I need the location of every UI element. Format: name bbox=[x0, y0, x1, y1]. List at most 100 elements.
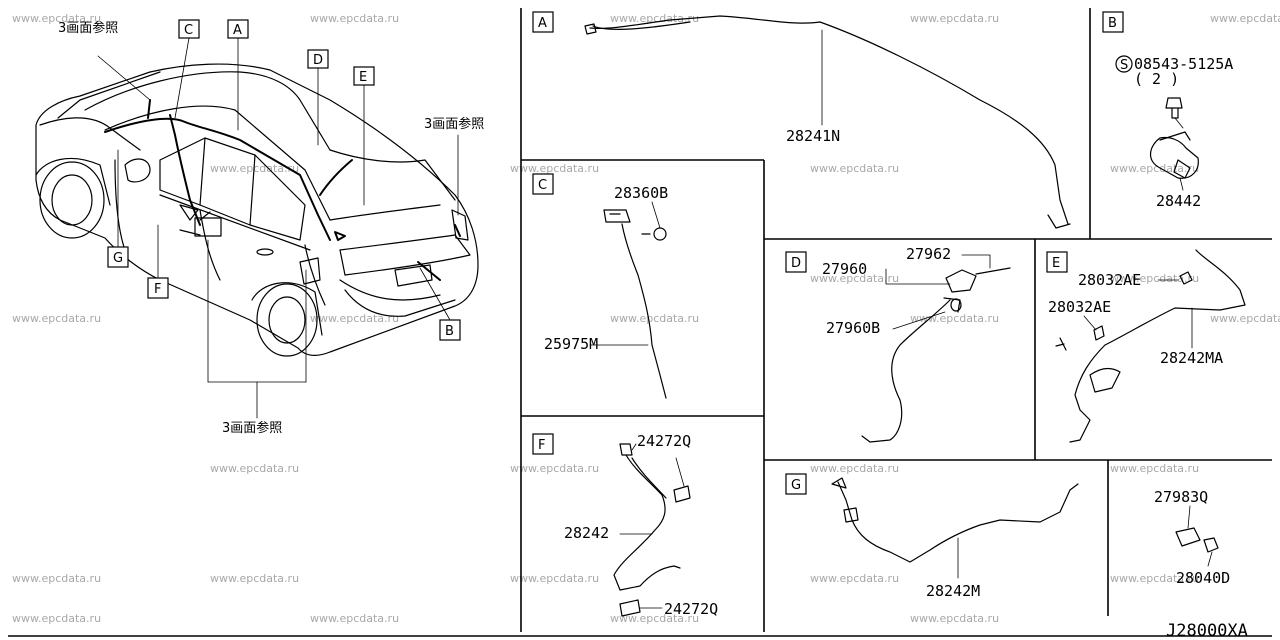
panel-c: C 28360B 25975M bbox=[532, 173, 668, 399]
watermark: www.epcdata.ru bbox=[12, 572, 101, 585]
watermark: www.epcdata.ru bbox=[1110, 272, 1199, 285]
bolt-icon bbox=[653, 227, 667, 241]
panel-e: E 28032AE 28032AE 28242MA bbox=[1046, 249, 1246, 443]
overview-labels: 3画面参照 3画面参照 3画面参照 C A D E B G F bbox=[58, 19, 484, 436]
panel-e-letter: E bbox=[1052, 256, 1060, 271]
nut-icon bbox=[1203, 537, 1219, 553]
part-27960b: 27960B bbox=[826, 319, 880, 337]
rear-harness bbox=[319, 159, 461, 281]
part-28241n: 28241N bbox=[786, 127, 840, 145]
ref-note: 3画面参照 bbox=[424, 116, 484, 132]
cable-28242m bbox=[837, 481, 1079, 563]
part-27962: 27962 bbox=[906, 245, 951, 263]
part-24272q-top: 24272Q bbox=[637, 432, 691, 450]
watermark-layer: www.epcdata.ru www.epcdata.ru www.epcdat… bbox=[12, 12, 1280, 625]
watermark: www.epcdata.ru bbox=[610, 312, 699, 325]
antenna-amp-icon bbox=[603, 209, 631, 223]
overview-letter-f: F bbox=[154, 282, 161, 297]
diagram-code: J28000XA bbox=[1166, 621, 1248, 640]
part-25975m: 25975M bbox=[544, 335, 598, 353]
screw-icon bbox=[1093, 271, 1193, 341]
watermark: www.epcdata.ru bbox=[910, 312, 999, 325]
roof-antenna-feeder bbox=[589, 15, 1069, 225]
watermark: www.epcdata.ru bbox=[610, 612, 699, 625]
part-qty-note: ( 2 ) bbox=[1134, 70, 1179, 88]
overview-letter-b: B bbox=[445, 324, 454, 339]
overview-letter-d: D bbox=[313, 53, 323, 68]
part-28040d: 28040D bbox=[1176, 569, 1230, 587]
car-overview bbox=[35, 63, 479, 357]
watermark: www.epcdata.ru bbox=[1210, 312, 1280, 325]
cable-28242 bbox=[613, 454, 681, 591]
part-28242m: 28242M bbox=[926, 582, 980, 600]
panel-d: D 27960 27962 27960B bbox=[785, 245, 1011, 443]
watermark: www.epcdata.ru bbox=[810, 462, 899, 475]
watermark: www.epcdata.ru bbox=[510, 162, 599, 175]
bolt-symbol-letter: S bbox=[1120, 58, 1128, 73]
screw-icon bbox=[1165, 97, 1183, 119]
watermark: www.epcdata.ru bbox=[1110, 462, 1199, 475]
watermark: www.epcdata.ru bbox=[510, 462, 599, 475]
watermark: www.epcdata.ru bbox=[210, 572, 299, 585]
cable-25975m bbox=[621, 223, 667, 399]
watermark: www.epcdata.ru bbox=[310, 312, 399, 325]
license-lamp-icon bbox=[1150, 136, 1199, 179]
roof-antenna-cable bbox=[104, 117, 331, 241]
front-wheel bbox=[39, 161, 105, 239]
watermark: www.epcdata.ru bbox=[810, 272, 899, 285]
overview-letter-e: E bbox=[359, 70, 367, 85]
watermark: www.epcdata.ru bbox=[910, 612, 999, 625]
part-28032ae-top: 28032AE bbox=[1078, 271, 1141, 289]
watermark: www.epcdata.ru bbox=[1210, 12, 1280, 25]
panel-f-letter: F bbox=[538, 438, 545, 453]
ref-note: 3画面参照 bbox=[58, 20, 118, 36]
panel-f: F 24272Q 28242 24272Q bbox=[532, 432, 718, 618]
watermark: www.epcdata.ru bbox=[810, 162, 899, 175]
overview-letter-c: C bbox=[184, 23, 193, 38]
part-08543-5125a: 08543-5125A bbox=[1134, 55, 1233, 73]
rear-wheel bbox=[256, 283, 318, 357]
watermark: www.epcdata.ru bbox=[12, 612, 101, 625]
clip-icon bbox=[673, 485, 691, 503]
panel-g-letter: G bbox=[791, 478, 801, 493]
watermark: www.epcdata.ru bbox=[210, 462, 299, 475]
watermark: www.epcdata.ru bbox=[510, 572, 599, 585]
bolt-symbol-icon bbox=[1115, 55, 1133, 73]
overview-leaders bbox=[97, 37, 459, 419]
part-28360b: 28360B bbox=[614, 184, 668, 202]
antenna-module-icon bbox=[945, 267, 1011, 293]
watermark: www.epcdata.ru bbox=[910, 12, 999, 25]
part-28242ma: 28242MA bbox=[1160, 349, 1223, 367]
watermark: www.epcdata.ru bbox=[1110, 572, 1199, 585]
ref-note: 3画面参照 bbox=[222, 420, 282, 436]
car-body-outline bbox=[35, 63, 479, 357]
panel-b: B S 08543-5125A ( 2 ) 28442 bbox=[1102, 11, 1233, 210]
part-28242: 28242 bbox=[564, 524, 609, 542]
part-27983q: 27983Q bbox=[1154, 488, 1208, 506]
cable-28242ma bbox=[1069, 249, 1246, 443]
center-unit bbox=[194, 217, 222, 237]
watermark: www.epcdata.ru bbox=[12, 12, 101, 25]
panel-grid bbox=[8, 8, 1272, 637]
watermark: www.epcdata.ru bbox=[310, 12, 399, 25]
watermark: www.epcdata.ru bbox=[12, 312, 101, 325]
watermark: www.epcdata.ru bbox=[310, 612, 399, 625]
car-roof bbox=[84, 71, 331, 151]
part-28032ae-mid: 28032AE bbox=[1048, 298, 1111, 316]
clip-icon bbox=[619, 599, 641, 617]
cable-27960b bbox=[861, 299, 951, 443]
watermark: www.epcdata.ru bbox=[810, 572, 899, 585]
watermark: www.epcdata.ru bbox=[610, 12, 699, 25]
part-27960: 27960 bbox=[822, 260, 867, 278]
overview-letter-a: A bbox=[233, 23, 242, 38]
panel-a: A 28241N bbox=[532, 11, 1071, 229]
part-28442: 28442 bbox=[1156, 192, 1201, 210]
bracket-icon bbox=[1175, 527, 1201, 547]
overview-letter-g: G bbox=[113, 251, 123, 266]
panel-c-letter: C bbox=[538, 178, 547, 193]
panel-d-letter: D bbox=[791, 256, 801, 271]
panel-b-letter: B bbox=[1108, 16, 1117, 31]
panel-g: G 28242M bbox=[785, 473, 1079, 600]
car-side-windows bbox=[159, 137, 306, 241]
